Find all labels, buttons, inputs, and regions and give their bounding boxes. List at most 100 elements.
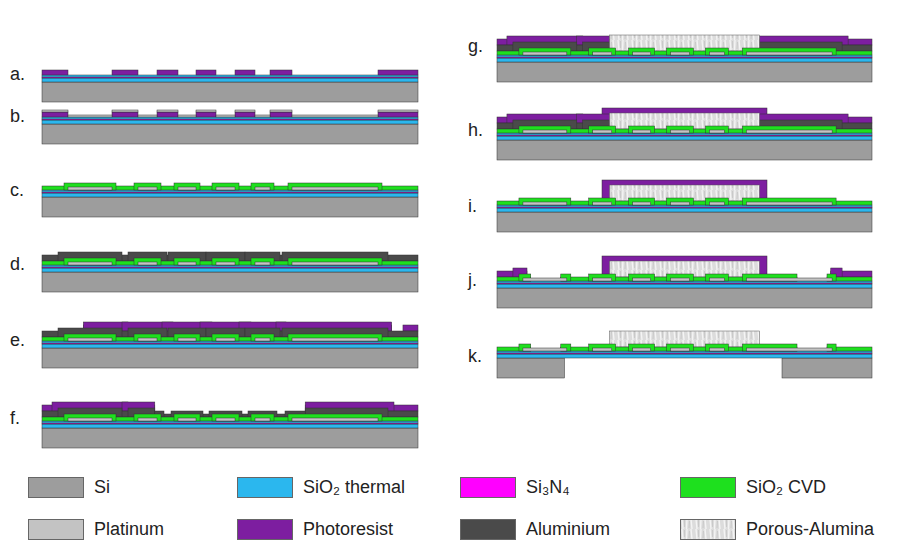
layer [174, 183, 200, 190]
layer [523, 202, 567, 205]
layer [671, 348, 690, 351]
layer [68, 418, 112, 421]
layer [288, 183, 382, 190]
layer [216, 418, 235, 421]
step-letter: d. [10, 254, 25, 274]
layer [178, 262, 196, 265]
step-letter: g. [468, 36, 483, 56]
layer [174, 414, 200, 421]
layer [288, 258, 382, 265]
layer [667, 274, 694, 281]
layer [134, 334, 161, 341]
layer [288, 414, 382, 421]
layer [497, 140, 872, 160]
legend-entry: SiO₂ CVD [680, 477, 826, 498]
layer [705, 344, 728, 351]
layer [292, 115, 378, 117]
layer [709, 348, 724, 351]
layer [174, 334, 200, 341]
layer [42, 424, 418, 428]
layer [68, 115, 112, 117]
legend-swatch [28, 519, 84, 540]
layer [138, 338, 157, 341]
layer [42, 344, 418, 348]
layer [42, 117, 418, 119]
layer [633, 348, 651, 351]
layer [251, 183, 274, 190]
legend-text: Si₃N₄ [526, 477, 570, 498]
layer [64, 334, 116, 341]
layer [497, 354, 872, 358]
layer [523, 52, 567, 55]
layer [270, 70, 292, 75]
legend-swatch [460, 477, 516, 498]
layer [270, 110, 292, 112]
layer [709, 202, 724, 205]
legend-text: Si [94, 477, 110, 498]
layer [178, 418, 196, 421]
layer [292, 338, 378, 341]
layer [42, 70, 68, 75]
layer [633, 278, 651, 281]
layer [705, 126, 728, 133]
layer [196, 110, 216, 112]
layer [174, 258, 200, 265]
layer [42, 272, 418, 292]
layer [378, 70, 418, 75]
layer [42, 110, 68, 112]
layer [68, 262, 112, 265]
layer [378, 110, 418, 112]
layer [497, 351, 872, 353]
layer [497, 55, 872, 57]
step-letter: e. [10, 330, 25, 350]
layer [589, 274, 616, 281]
layer [64, 258, 116, 265]
layer [671, 52, 690, 55]
layer [667, 126, 694, 133]
layer [709, 52, 724, 55]
legend-entry: Aluminium [460, 519, 610, 540]
layer [633, 202, 651, 205]
layer [593, 202, 612, 205]
layer [42, 120, 418, 124]
legend-entry: SiO₂ thermal [237, 477, 405, 498]
legend-swatch [237, 519, 293, 540]
layer [629, 198, 655, 205]
layer [497, 212, 872, 232]
layer [42, 428, 418, 448]
step-letter: j. [468, 270, 477, 290]
layer [671, 130, 690, 133]
layer [138, 418, 157, 421]
layer [292, 187, 378, 190]
layer [633, 52, 651, 55]
layer [235, 112, 255, 117]
layer [42, 193, 418, 197]
layer [255, 187, 270, 190]
layer [216, 115, 235, 117]
legend-entry: Photoresist [237, 519, 393, 540]
layer [212, 183, 239, 190]
layer [42, 265, 418, 267]
layer [212, 258, 239, 265]
legend-entry: Si₃N₄ [460, 477, 570, 498]
legend-text: SiO₂ CVD [746, 477, 826, 498]
layer [378, 112, 418, 117]
layer [42, 190, 418, 192]
layer [251, 258, 274, 265]
layer [178, 338, 196, 341]
layer [589, 48, 616, 55]
legend-entry: Platinum [28, 519, 164, 540]
layer [589, 126, 616, 133]
layer [42, 421, 418, 423]
layer [138, 187, 157, 190]
legend-swatch [680, 477, 736, 498]
layer [709, 130, 724, 133]
layer [42, 75, 418, 77]
layer [42, 197, 418, 217]
layer [709, 278, 724, 281]
layer [270, 112, 292, 117]
layer [497, 62, 872, 82]
layer [235, 70, 255, 75]
layer [742, 126, 836, 133]
legend-swatch [680, 519, 736, 540]
